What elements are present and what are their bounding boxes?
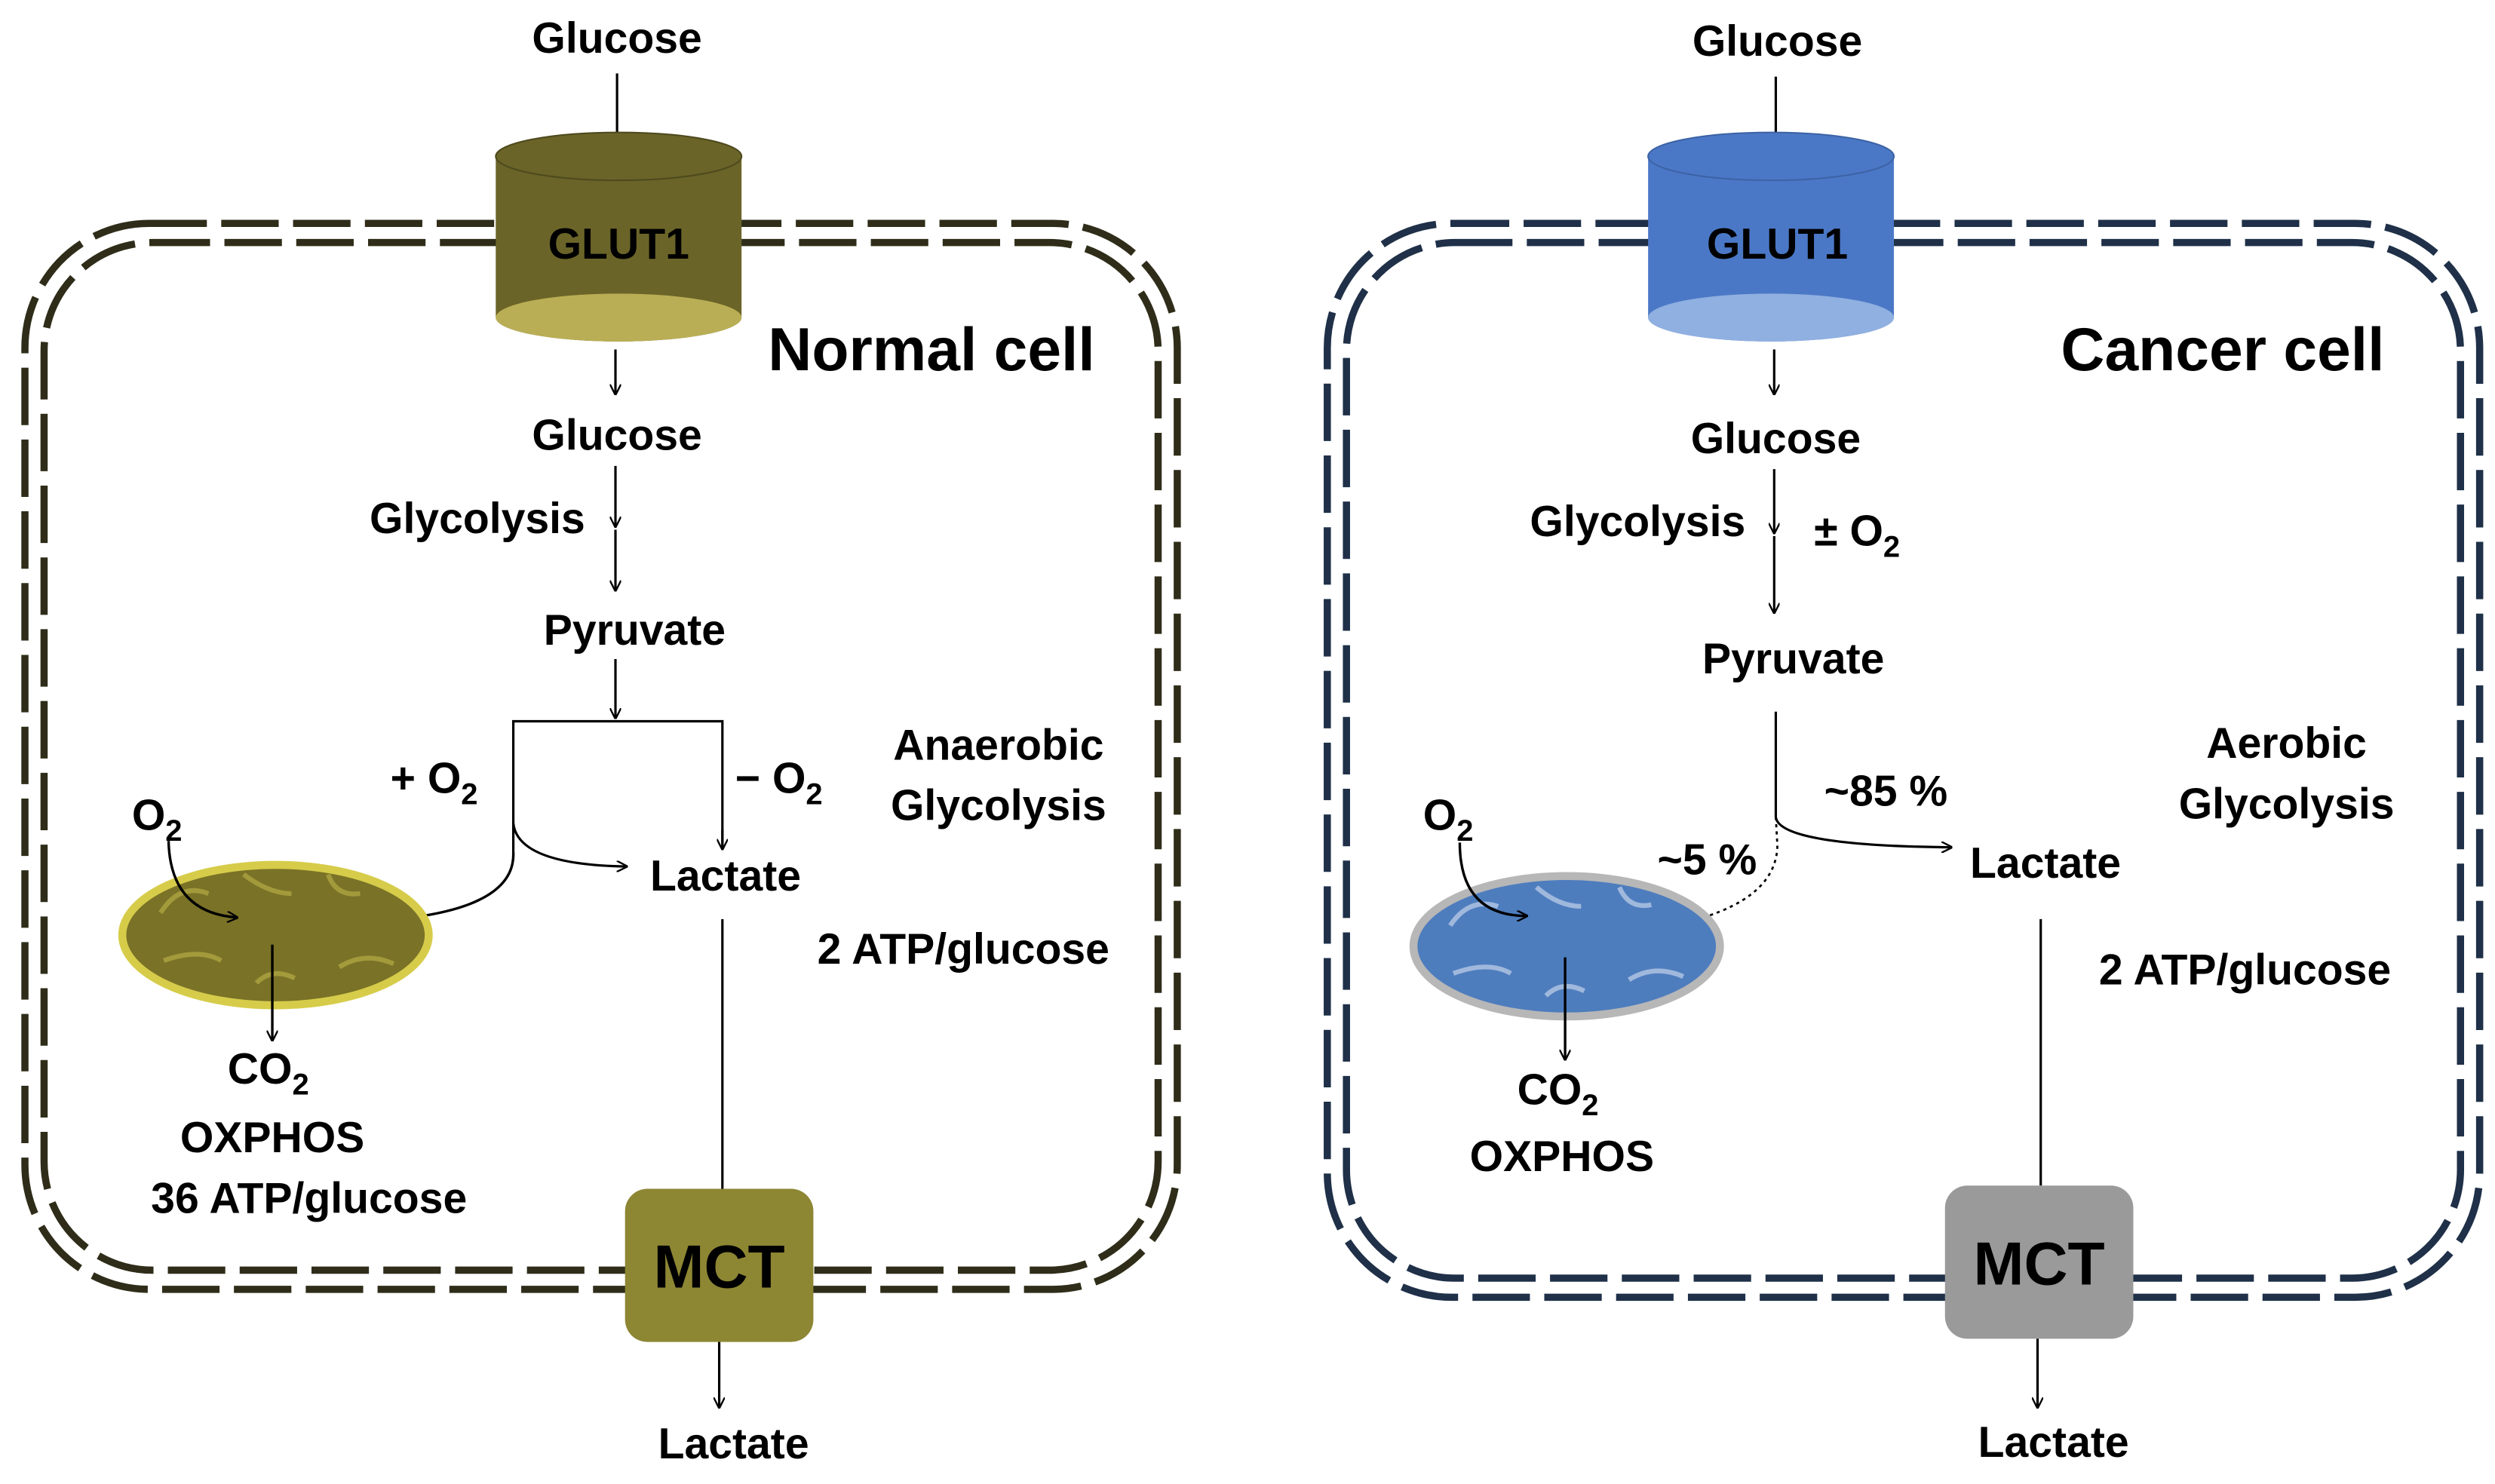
normal-oxphos-label: OXPHOS [180,1114,364,1162]
cancer-mct-transporter: MCT [1944,1185,2134,1339]
normal-pathway-line1: Anaerobic [893,721,1103,769]
cancer-glut1-transporter: GLUT1 [1647,131,1895,342]
cancer-glucose-outside: Glucose [1692,17,1862,66]
cancer-mitochondrion [1409,872,1724,1021]
normal-co2-label: CO2 [228,1045,309,1102]
normal-mct-label: MCT [653,1234,784,1302]
normal-glut1-label: GLUT1 [548,220,689,268]
normal-pyruvate: Pyruvate [544,606,726,655]
normal-glucose-inside: Glucose [532,412,701,460]
normal-mct-transporter: MCT [625,1188,814,1342]
cancer-pathway-line2: Glycolysis [2179,780,2395,829]
normal-pathway-line2: Glycolysis [891,782,1106,830]
normal-cell-title: Normal cell [768,316,1094,384]
cancer-co2-label: CO2 [1518,1065,1599,1122]
normal-oxphos-atp: 36 ATP/glucose [151,1174,467,1222]
normal-cell-panel: Glucose GLUT1 Normal cell Glucose Glycol… [21,14,1181,1468]
cancer-plus-minus-o2: ± O2 [1814,507,1900,564]
cancer-glycolysis-label: Glycolysis [1530,498,1745,546]
cancer-membrane-inner [1343,238,2465,1282]
cancer-atp-glycolysis: 2 ATP/glucose [2099,946,2391,995]
cancer-membrane-outer [1324,219,2484,1302]
cancer-pyruvate: Pyruvate [1702,635,1884,683]
normal-glycolysis-label: Glycolysis [370,495,585,543]
cancer-mct-label: MCT [1974,1230,2105,1298]
cancer-pct5: ~5 % [1658,836,1757,885]
cancer-glut1-label: GLUT1 [1707,220,1848,268]
normal-mitochondrion [118,860,433,1010]
cancer-cell-title: Cancer cell [2061,316,2384,384]
normal-glucose-outside: Glucose [532,14,701,63]
cancer-pathway-line1: Aerobic [2206,719,2367,768]
cancer-lactate-out: Lactate [1978,1418,2129,1467]
cancer-lactate: Lactate [1970,839,2121,888]
normal-plus-o2: + O2 [391,755,478,811]
normal-o2-label: O2 [132,791,183,848]
normal-atp-glycolysis: 2 ATP/glucose [818,925,1109,973]
normal-lactate-out: Lactate [658,1420,809,1468]
normal-glut1-transporter: GLUT1 [495,131,743,342]
cancer-o2-label: O2 [1423,791,1474,848]
cancer-pct85: ~85 % [1824,768,1948,816]
cancer-oxphos-label: OXPHOS [1470,1133,1654,1181]
cancer-glucose-inside: Glucose [1691,415,1861,463]
normal-minus-o2: − O2 [735,755,823,811]
cancer-cell-panel: Glucose GLUT1 Cancer cell Glucose Glycol… [1324,17,2484,1467]
normal-lactate: Lactate [650,852,801,900]
